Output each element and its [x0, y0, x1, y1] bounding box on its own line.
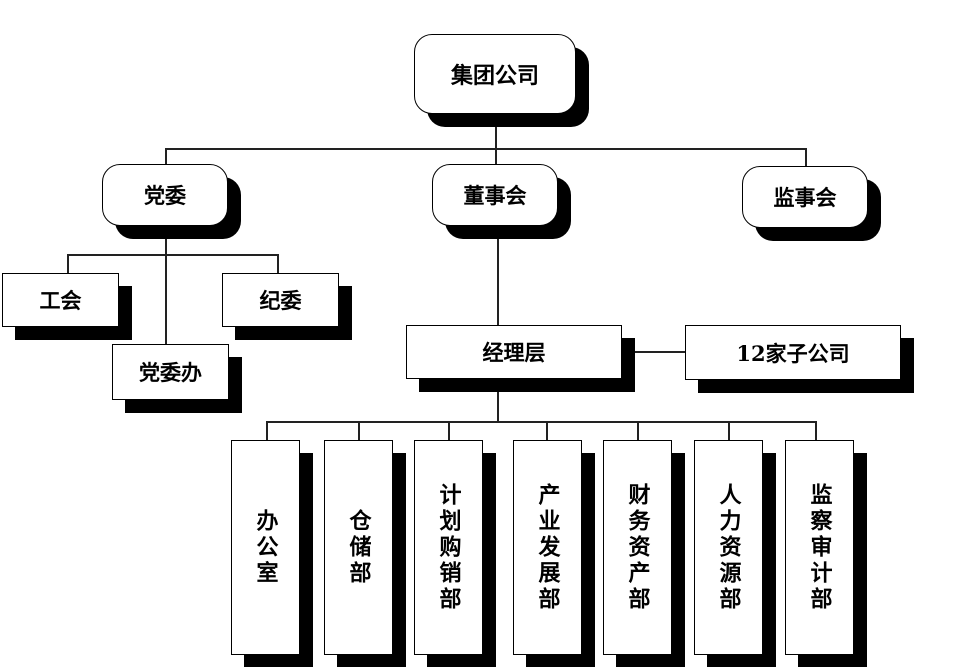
node-labor-union: 工会 — [2, 273, 119, 327]
node-dept-audit: 监察审计部 — [785, 440, 854, 655]
connector — [495, 148, 497, 166]
node-dept-human-resources: 人力资源部 — [694, 440, 763, 655]
connector — [728, 421, 730, 441]
node-management: 经理层 — [406, 325, 622, 379]
connector — [495, 113, 497, 149]
connector — [497, 378, 499, 422]
connector — [165, 225, 167, 345]
connector — [266, 421, 817, 423]
connector — [497, 225, 499, 327]
connector — [358, 421, 360, 441]
node-group-company: 集团公司 — [414, 34, 576, 114]
node-subsidiaries: 12家子公司 — [685, 325, 901, 380]
node-party-committee: 党委 — [102, 164, 228, 226]
connector — [805, 148, 807, 166]
connector — [815, 421, 817, 441]
node-discipline-committee: 纪委 — [222, 273, 339, 327]
node-party-office: 党委办 — [112, 344, 229, 400]
connector — [546, 421, 548, 441]
connector — [67, 254, 69, 274]
node-dept-warehouse: 仓储部 — [324, 440, 393, 655]
connector — [165, 148, 807, 150]
connector — [622, 351, 686, 353]
connector — [165, 148, 167, 166]
connector — [277, 254, 279, 274]
connector — [266, 421, 268, 441]
connector — [448, 421, 450, 441]
node-dept-industry-development: 产业发展部 — [513, 440, 582, 655]
node-board-of-directors: 董事会 — [432, 164, 558, 226]
node-dept-finance: 财务资产部 — [603, 440, 672, 655]
node-dept-office: 办公室 — [231, 440, 300, 655]
node-supervisory-board: 监事会 — [742, 166, 868, 228]
connector — [637, 421, 639, 441]
connector — [67, 254, 279, 256]
node-dept-procurement: 计划购销部 — [414, 440, 483, 655]
